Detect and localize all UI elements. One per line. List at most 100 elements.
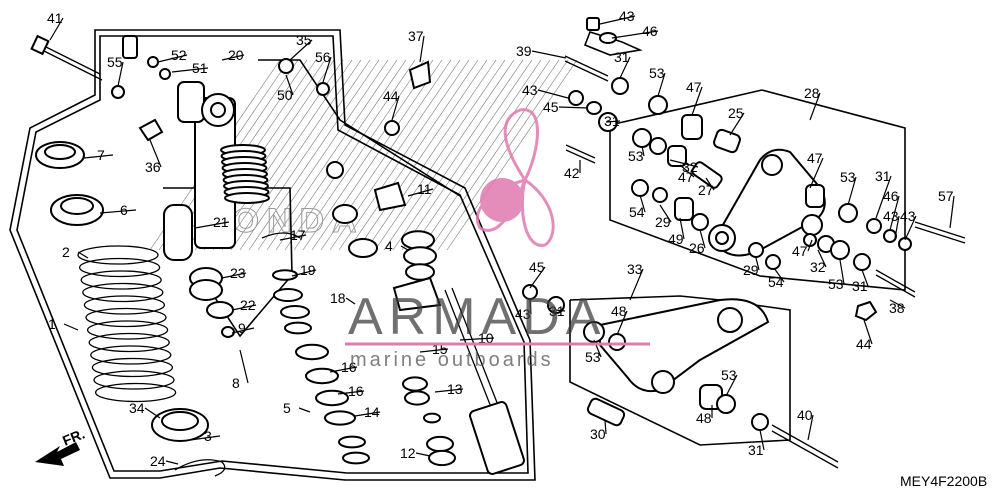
callout-number: 43 [883,208,899,224]
leader-line [699,229,706,249]
leader-line [77,251,89,259]
callout-number: 32 [810,259,826,275]
leader-line [889,299,906,309]
callout-number: 24 [150,453,166,469]
leader-line [329,366,358,373]
callout-number: 16 [341,359,357,375]
leader-line [279,234,307,241]
leader-line [839,259,845,285]
callout-number: 53 [628,148,644,164]
callout-number: 25 [728,105,744,121]
direction-label: FR. [60,425,87,448]
callout-number: 8 [232,375,240,391]
callout-number: 33 [627,261,643,277]
callout-number: 31 [549,303,565,319]
front-arrow-icon [35,442,80,466]
callout-number: 12 [400,445,416,461]
callout-number: 43 [515,306,531,322]
callout-number: 31 [852,278,868,294]
leader-line [49,17,64,41]
leader-line [604,419,607,435]
leader-line [705,177,715,191]
leader-line [239,349,249,384]
diagram-code: MEY4F2200B [900,473,987,489]
leader-line [657,72,666,97]
callout-number: 26 [689,240,705,256]
leader-line [861,269,869,287]
callout-number: 34 [129,400,145,416]
callout-number: 38 [889,300,905,316]
leader-line [809,157,824,189]
callout-number: 43 [522,82,538,98]
callout-number: 49 [668,231,684,247]
leader-line [616,310,628,336]
leader-line [641,145,645,157]
callout-number: 35 [296,32,312,48]
callout-number: 40 [797,407,813,423]
callout-number: 13 [447,381,463,397]
callout-number: 14 [364,404,380,420]
callout-number: 28 [804,85,820,101]
leader-line [863,319,873,345]
callout-number: 54 [768,274,784,290]
leader-line [529,266,546,289]
leader-line [165,460,179,465]
callout-number: 54 [629,204,645,220]
leader-line [144,407,161,419]
callout-number: 51 [192,60,208,76]
callout-number: 5 [283,400,291,416]
callout-number: 21 [213,214,229,230]
callout-number: 11 [417,181,432,197]
callout-number: 43 [619,8,635,24]
leader-line [875,175,892,219]
leader-lines [49,15,955,465]
front-direction-indicator: FR. [35,425,87,466]
leader-line [149,139,162,168]
leader-line [298,407,311,413]
leader-line [391,95,400,121]
leader-line [669,159,699,168]
callout-number: 6 [120,202,128,218]
leader-line [400,245,409,251]
callout-number: 20 [228,47,244,63]
callout-number: 29 [743,262,759,278]
callout-number: 53 [721,367,737,383]
callout-number: 37 [408,28,424,44]
armada-watermark: ARMADA marine outboards [345,108,650,371]
leader-line [725,374,738,397]
callout-number: 18 [330,290,346,306]
callout-number: 52 [171,47,187,63]
callout-number: 16 [348,383,364,399]
leader-line [679,217,685,240]
leader-line [434,388,464,393]
callout-number: 48 [696,410,712,426]
callout-number: 9 [238,320,246,336]
leader-line [847,176,857,206]
callout-number: 17 [290,227,306,243]
leader-line [729,112,745,136]
leader-line [755,257,760,271]
leader-line [809,92,821,121]
callout-number: 27 [698,182,714,198]
leader-line [157,54,188,63]
callout-number: 43 [900,208,916,224]
callout-number: 45 [543,99,559,115]
watermark-brand: ARMADA [348,288,606,346]
leader-line [679,164,695,178]
leader-line [322,56,332,83]
leader-line [221,272,247,279]
leader-line [231,327,255,334]
leader-line [117,61,124,87]
callout-number: 30 [590,426,606,442]
leader-line [99,209,137,214]
leader-line [194,221,230,229]
parts-drawings [30,17,966,477]
leader-line [83,154,114,159]
callout-number: 47 [807,150,823,166]
callout-number: 2 [62,244,70,260]
callout-number: 31 [748,442,764,458]
callout-number: 56 [315,49,331,65]
callout-number: 36 [145,159,161,175]
leader-line [189,435,221,441]
callout-number: 31 [604,113,620,129]
